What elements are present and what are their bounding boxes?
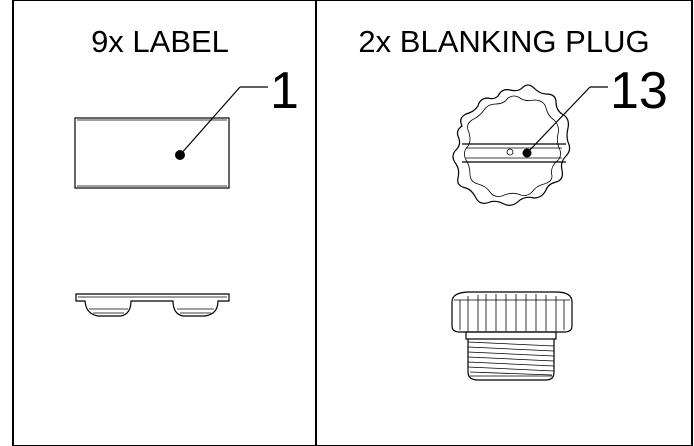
plug-callout: 13: [522, 62, 668, 158]
plug-callout-number: 13: [610, 62, 668, 120]
label-leader-line: [179, 86, 241, 156]
plug-leader-dot: [522, 148, 532, 158]
plug-leader-line: [526, 86, 591, 154]
label-panel: 9x LABEL 1: [74, 24, 299, 317]
plug-panel-title: 2x BLANKING PLUG: [358, 24, 649, 59]
plug-side-view: [451, 291, 573, 381]
plug-top-view: [452, 84, 571, 206]
label-panel-title: 9x LABEL: [91, 24, 229, 59]
label-callout: 1: [175, 62, 299, 160]
label-top-view: [74, 117, 230, 189]
label-leader-dot: [175, 150, 185, 160]
label-side-view: [75, 293, 230, 317]
plug-panel: 2x BLANKING PLUG 13: [358, 24, 668, 381]
outer-frame: [12, 0, 693, 446]
label-callout-number: 1: [270, 62, 299, 120]
